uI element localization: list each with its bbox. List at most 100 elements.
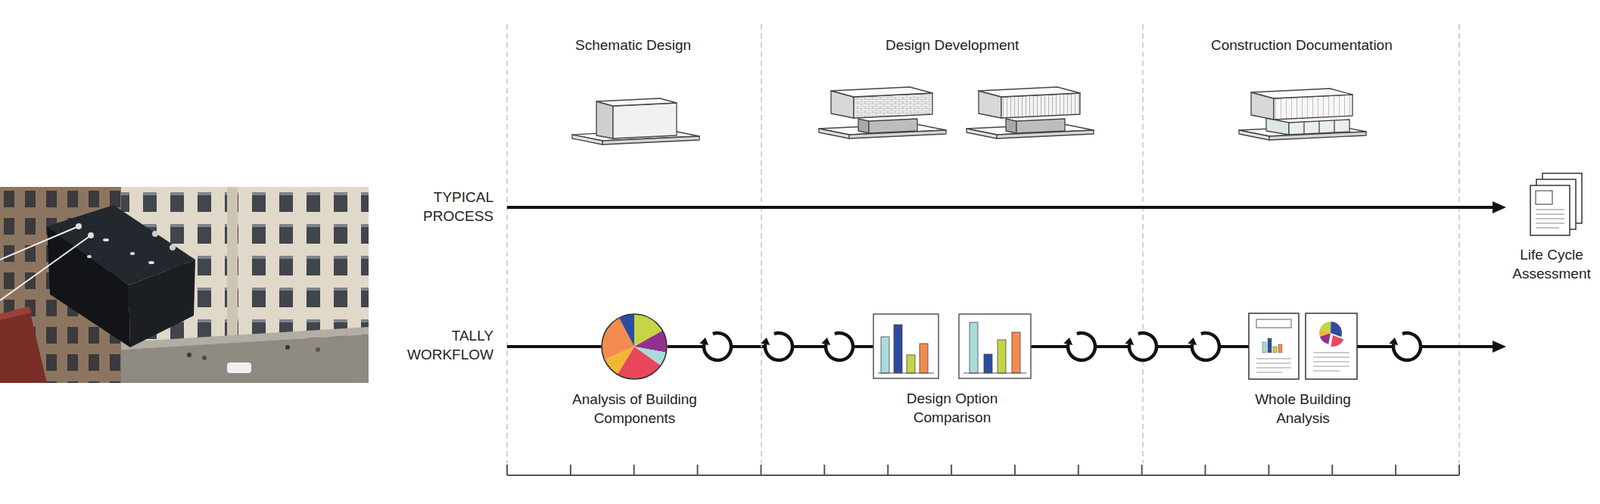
building-option-fins bbox=[978, 87, 1081, 97]
stage-caption: Analysis of Building Components bbox=[559, 389, 711, 428]
stage-caption: Whole Building Analysis bbox=[1242, 389, 1364, 428]
site-photo bbox=[0, 186, 369, 383]
phase-heading: Construction Documentation bbox=[1210, 35, 1393, 55]
building-option-brick bbox=[858, 118, 869, 134]
site-photo bbox=[169, 244, 176, 251]
workflow-line bbox=[1492, 340, 1507, 353]
pie-chart bbox=[618, 330, 651, 364]
building-final bbox=[1238, 130, 1270, 141]
phase-heading: Design Development bbox=[885, 35, 1019, 55]
document-stack-icon bbox=[1535, 209, 1565, 228]
site-photo bbox=[0, 306, 47, 383]
pie-chart bbox=[618, 330, 651, 364]
bar-chart bbox=[893, 324, 903, 374]
report-pages bbox=[1256, 358, 1292, 373]
iteration-cycle bbox=[760, 333, 793, 361]
bar-chart bbox=[958, 314, 1031, 379]
site-photo bbox=[0, 186, 369, 383]
building-option-fins bbox=[1016, 118, 1065, 134]
building-final bbox=[1238, 88, 1367, 141]
pie-chart bbox=[601, 314, 667, 380]
bar-chart bbox=[877, 372, 934, 374]
report-pages bbox=[1267, 338, 1272, 353]
building-option-fins bbox=[1001, 93, 1081, 119]
site-photo bbox=[227, 186, 238, 350]
site-photo bbox=[152, 230, 159, 237]
building-option-brick bbox=[818, 128, 850, 139]
pie-chart bbox=[618, 330, 651, 364]
document-stack-icon bbox=[1535, 190, 1553, 205]
chart-node: Design Option Comparison bbox=[873, 314, 1031, 380]
iteration-cycle bbox=[1124, 333, 1157, 361]
site-photo bbox=[0, 226, 91, 301]
bar-chart bbox=[906, 354, 916, 374]
iteration-cycle bbox=[699, 333, 732, 361]
pie-chart bbox=[618, 330, 651, 364]
site-photo bbox=[186, 352, 192, 358]
chart-node: Life Cycle Assessment bbox=[1530, 173, 1582, 236]
timeline-axis bbox=[507, 464, 1460, 476]
bar-chart bbox=[958, 314, 1031, 379]
bar-chart bbox=[1011, 332, 1021, 374]
phase-divider bbox=[760, 24, 763, 464]
building-option-brick bbox=[818, 87, 947, 139]
report-pages bbox=[1248, 313, 1299, 380]
report-pages bbox=[1330, 335, 1344, 347]
report-pages bbox=[1278, 344, 1283, 353]
report-pages bbox=[1305, 313, 1358, 380]
bar-chart bbox=[963, 372, 1027, 374]
building-option-fins bbox=[966, 128, 997, 139]
pie-chart bbox=[618, 330, 651, 364]
building-option-fins bbox=[966, 87, 1094, 139]
iteration-cycle bbox=[1388, 333, 1421, 361]
report-pages bbox=[1262, 342, 1267, 353]
site-photo bbox=[227, 362, 252, 374]
building-final bbox=[1288, 119, 1350, 135]
site-photo bbox=[121, 334, 369, 383]
document-stack-icon bbox=[1530, 185, 1570, 236]
pie-chart bbox=[618, 330, 651, 364]
chart-node: Whole Building Analysis bbox=[1248, 314, 1358, 380]
building-final bbox=[1304, 120, 1335, 134]
site-photo bbox=[102, 238, 109, 242]
report-pages bbox=[1248, 313, 1358, 380]
pie-chart bbox=[601, 314, 667, 380]
report-pages bbox=[1256, 319, 1292, 328]
bar-chart bbox=[969, 322, 978, 374]
pie-chart bbox=[618, 330, 651, 364]
phase-divider bbox=[507, 24, 1460, 464]
pie-chart bbox=[601, 314, 667, 380]
building-option-fins bbox=[1005, 118, 1017, 134]
phase-divider bbox=[506, 24, 508, 464]
typical-process-arrow bbox=[507, 205, 1495, 209]
site-photo bbox=[285, 345, 290, 350]
stage-caption: Design Option Comparison bbox=[887, 389, 1017, 427]
bar-chart bbox=[997, 339, 1006, 374]
iteration-cycle bbox=[1063, 333, 1096, 361]
building-option-brick bbox=[831, 87, 933, 97]
timeline-axis bbox=[507, 464, 1460, 476]
building-final bbox=[1273, 94, 1353, 120]
site-photo bbox=[87, 232, 94, 239]
stage-caption: Life Cycle Assessment bbox=[1506, 245, 1597, 284]
site-photo bbox=[46, 226, 131, 348]
building-option-brick bbox=[853, 93, 933, 119]
site-photo bbox=[87, 255, 92, 259]
bar-chart bbox=[983, 354, 993, 374]
building-massing bbox=[596, 98, 677, 106]
workflow-line bbox=[507, 345, 606, 349]
building-massing bbox=[613, 102, 677, 139]
bar-chart bbox=[880, 336, 890, 374]
site-photo bbox=[75, 223, 82, 230]
row-label: TYPICAL PROCESS bbox=[402, 187, 494, 226]
bar-chart bbox=[873, 314, 939, 379]
pie-chart bbox=[618, 330, 651, 364]
building-option-brick bbox=[868, 118, 918, 134]
building-final bbox=[1251, 88, 1353, 99]
bar-chart bbox=[919, 343, 928, 374]
iteration-cycle bbox=[821, 333, 853, 361]
iteration-cycle bbox=[1187, 333, 1220, 361]
typical-process-arrow bbox=[507, 201, 1507, 214]
phase-divider bbox=[1458, 24, 1460, 464]
row-label: TALLY WORKFLOW bbox=[402, 326, 494, 365]
